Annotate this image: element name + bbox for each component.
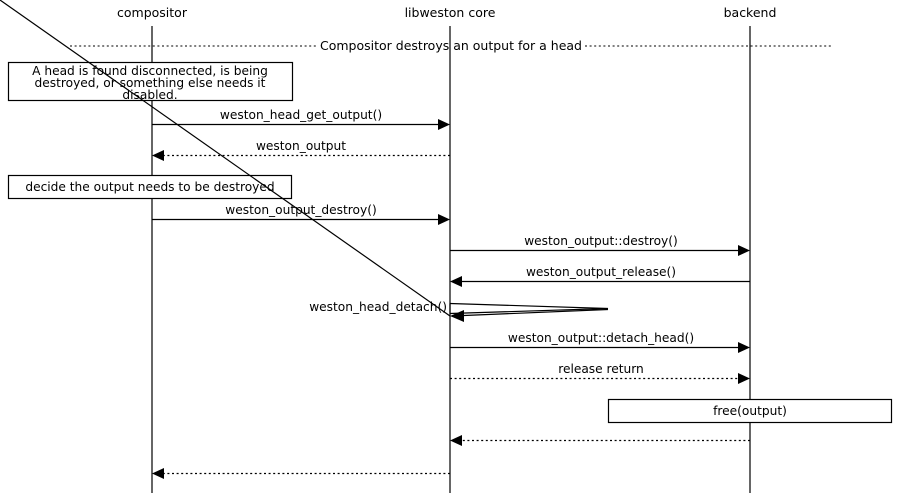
diagram-title-separator: Compositor destroys an output for a head (70, 38, 832, 53)
message-weston-output-release: weston_output_release() (450, 265, 750, 287)
message-label-weston-output-destroy: weston_output_destroy() (225, 203, 376, 217)
participant-label-compositor: compositor (117, 5, 188, 20)
message-backend-return (450, 435, 750, 446)
message-label-weston-output-release: weston_output_release() (526, 265, 676, 279)
message-label-weston-output-destroy-vfunc: weston_output::destroy() (524, 234, 678, 248)
message-weston-head-detach-self: weston_head_detach() (0, 0, 609, 322)
message-core-return (152, 468, 450, 479)
message-release-return: release return (450, 362, 750, 384)
note-free-output: free(output) (607, 398, 893, 424)
message-weston-head-get-output: weston_head_get_output() (152, 108, 450, 130)
message-weston-output-destroy: weston_output_destroy() (152, 203, 450, 225)
message-weston-output-detach-head: weston_output::detach_head() (450, 331, 750, 353)
diagram-title: Compositor destroys an output for a head (320, 38, 582, 53)
note-head-disconnected-line-1: A head is found disconnected, is being (32, 64, 268, 78)
message-label-weston-output-detach-head: weston_output::detach_head() (508, 331, 694, 345)
participant-label-libweston-core: libweston core (405, 5, 496, 20)
message-weston-output-destroy-vfunc: weston_output::destroy() (450, 234, 750, 256)
note-head-disconnected-line-3: disabled. (122, 88, 177, 102)
note-head-disconnected-line-2: destroyed, or something else needs it (35, 76, 266, 90)
message-label-weston-output-return: weston_output (256, 139, 346, 153)
participant-label-backend: backend (724, 5, 777, 20)
message-label-release-return: release return (558, 362, 644, 376)
note-decide-destroy-line-1: decide the output needs to be destroyed (25, 180, 274, 194)
note-decide-destroy: decide the output needs to be destroyed (7, 174, 293, 200)
note-free-output-line-1: free(output) (713, 404, 787, 418)
message-weston-output-return: weston_output (152, 139, 450, 161)
message-label-weston-head-detach: weston_head_detach() (309, 300, 447, 314)
message-label-weston-head-get-output: weston_head_get_output() (220, 108, 382, 122)
note-head-disconnected: A head is found disconnected, is being d… (7, 61, 294, 102)
